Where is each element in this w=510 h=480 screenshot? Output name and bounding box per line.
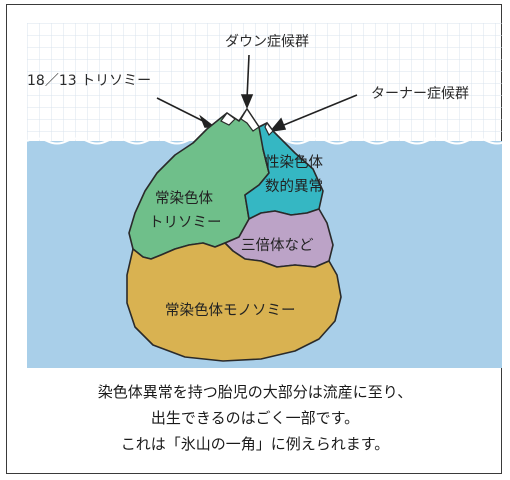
turner-arrowhead (269, 117, 287, 133)
label-sex-chromosome-line1: 性染色体 (265, 155, 323, 171)
down-arrow (246, 54, 250, 100)
label-down-syndrome: ダウン症候群 (225, 34, 309, 50)
label-trisomy-18-13: 18／13 トリソミー (27, 73, 152, 89)
figure-frame: ダウン症候群 18／13 トリソミー ターナー症候群 常染色体 トリソミー 性染… (6, 4, 502, 474)
sky-grid (27, 23, 502, 143)
caption-line-2: 出生できるのはごく一部です。 (150, 409, 360, 427)
label-autosomal-monosomy: 常染色体モノソミー (165, 303, 296, 319)
down-arrowhead (240, 94, 254, 110)
turner-arrow (278, 94, 358, 128)
trisomy-arrow (156, 97, 208, 124)
caption: 染色体異常を持つ胎児の大部分は流産に至り、 出生できるのはごく一部です。 これは… (7, 379, 503, 457)
label-sex-chromosome-line2: 数的異常 (265, 179, 323, 195)
caption-line-1: 染色体異常を持つ胎児の大部分は流産に至り、 (97, 383, 413, 401)
label-autosomal-trisomy-line2: トリソミー (149, 215, 222, 231)
label-turner-syndrome: ターナー症候群 (371, 86, 469, 102)
snow-caps (220, 107, 274, 137)
region-autosomal-monosomy (126, 242, 342, 362)
label-autosomal-trisomy-line1: 常染色体 (155, 191, 213, 207)
label-triploidy: 三倍体など (241, 238, 314, 254)
iceberg-svg (27, 23, 502, 368)
iceberg-illustration (27, 23, 502, 368)
caption-line-3: これは「氷山の一角」に例えられます。 (120, 435, 390, 453)
